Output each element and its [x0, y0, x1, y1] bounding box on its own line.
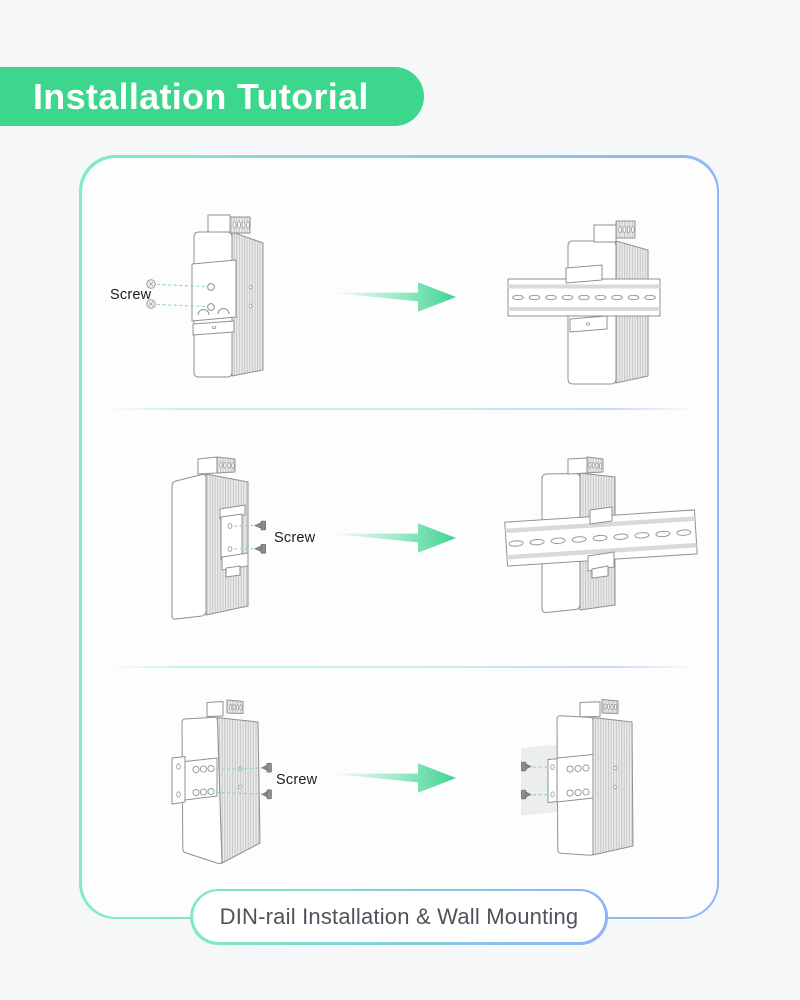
screw-callout: Screw	[215, 762, 318, 799]
screw-side-icon	[520, 761, 532, 799]
footer-label: DIN-rail Installation & Wall Mounting	[192, 891, 606, 942]
din-clip-plate	[565, 264, 607, 332]
header-banner: Installation Tutorial	[0, 67, 424, 126]
screw-leader-line	[532, 765, 547, 795]
wall-plate	[547, 753, 593, 803]
illustration-screw-din-clip-front: Screw	[110, 214, 263, 377]
arrow-right-icon	[329, 762, 456, 793]
page-title: Installation Tutorial	[33, 75, 369, 117]
arrow-right-icon	[329, 281, 456, 312]
illustration-device-wall-mounted	[520, 698, 633, 856]
screw-label: Screw	[276, 772, 318, 788]
illustration-screw-wall-plate: Screw	[171, 699, 318, 864]
illustration-screw-din-clip-rear: Screw	[171, 456, 316, 620]
screw-leader-line	[215, 766, 262, 795]
screw-callout: Screw	[110, 278, 205, 309]
din-clip-plate	[587, 506, 614, 578]
screw-label: Screw	[110, 287, 152, 303]
screw-side-icon	[260, 762, 272, 799]
wall-plate	[171, 755, 217, 804]
terminal-block	[229, 216, 250, 233]
din-clip-plate	[191, 259, 236, 335]
illustration-device-on-angled-din-rail	[503, 456, 698, 613]
screw-leader-line	[156, 283, 205, 307]
row-divider	[103, 665, 695, 668]
din-clip-plate	[219, 504, 248, 577]
screw-label: Screw	[274, 530, 316, 546]
din-rail	[503, 508, 698, 567]
illustration-device-on-horizontal-din-rail	[507, 220, 660, 384]
footer-pill: DIN-rail Installation & Wall Mounting	[190, 888, 608, 945]
tutorial-panel-inner: Screw	[81, 157, 717, 945]
screw-callout	[520, 761, 547, 799]
row-divider	[103, 407, 695, 410]
screw-callout: Screw	[233, 520, 316, 554]
screw-side-icon	[253, 520, 266, 554]
arrow-right-icon	[329, 522, 456, 553]
tutorial-panel: Screw	[79, 155, 719, 945]
device	[191, 214, 263, 377]
din-rail	[507, 278, 660, 316]
